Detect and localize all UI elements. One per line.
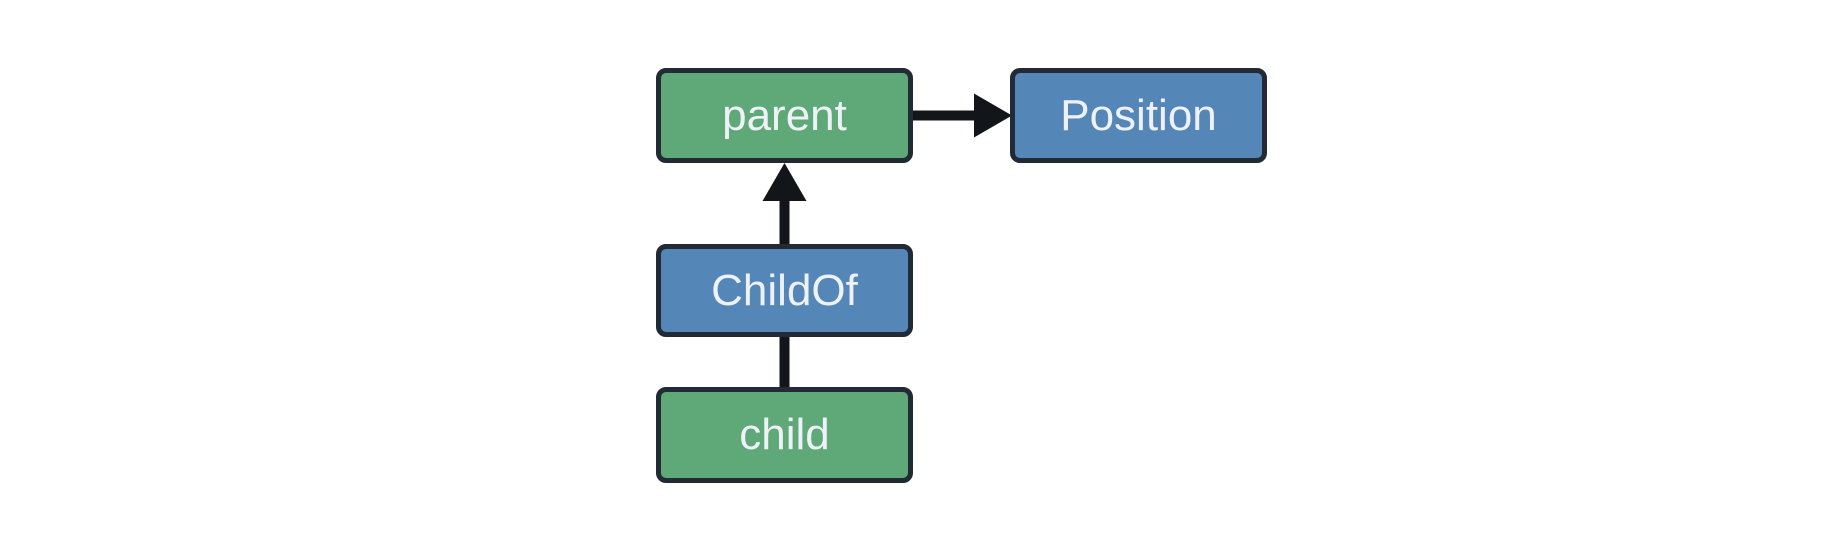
edge-childof-to-parent-arrow (762, 163, 807, 246)
edge-parent-to-position-arrow (910, 93, 1012, 138)
node-position-label: Position (1060, 90, 1217, 140)
node-parent-label: parent (722, 90, 847, 140)
node-parent: parent (656, 68, 913, 163)
node-position: Position (1010, 68, 1267, 163)
node-childof: ChildOf (656, 244, 913, 337)
node-child: child (656, 387, 913, 483)
node-childof-label: ChildOf (711, 265, 858, 315)
node-child-label: child (739, 410, 830, 459)
